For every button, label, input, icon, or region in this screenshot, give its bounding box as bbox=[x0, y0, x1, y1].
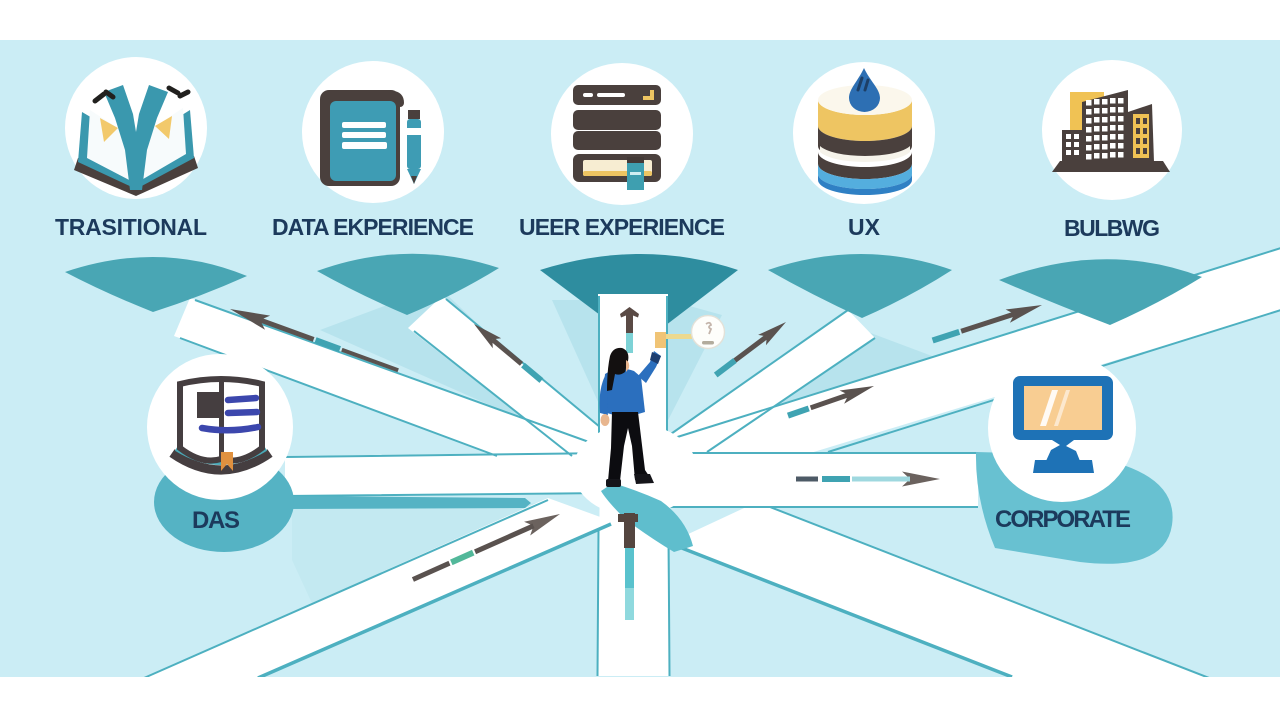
svg-text:DATA EKPERIENCE: DATA EKPERIENCE bbox=[272, 214, 474, 240]
svg-text:DAS: DAS bbox=[192, 507, 240, 534]
svg-text:BULBWG: BULBWG bbox=[1064, 215, 1160, 241]
svg-text:TRASITIONAL: TRASITIONAL bbox=[55, 214, 207, 240]
svg-text:UEER EXPERIENCE: UEER EXPERIENCE bbox=[519, 214, 725, 240]
svg-text:CORPORATE: CORPORATE bbox=[995, 506, 1131, 533]
svg-text:UX: UX bbox=[848, 214, 881, 240]
